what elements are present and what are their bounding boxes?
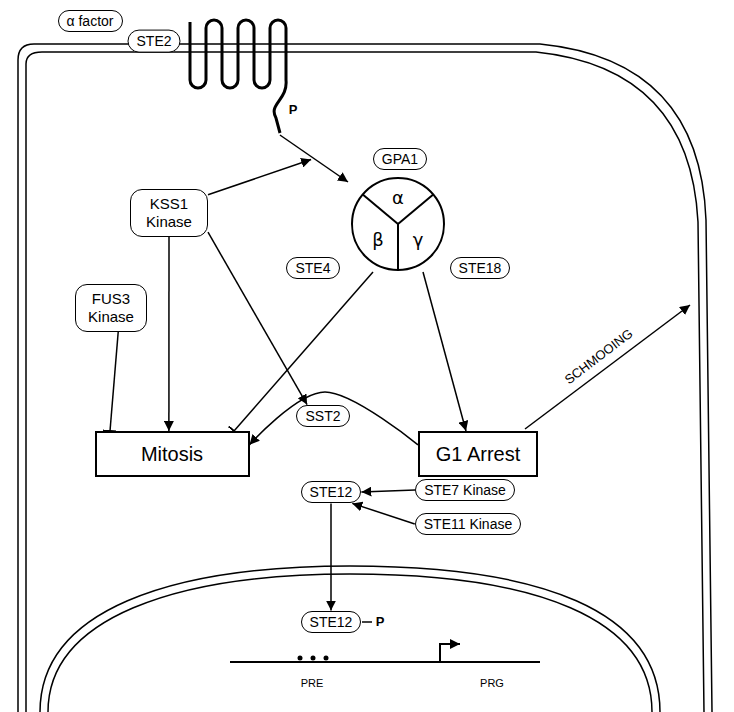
node-label: FUS3 Kinase: [83, 290, 139, 326]
cell-membrane: [18, 44, 712, 712]
receptor-helix: [190, 20, 286, 133]
node-label: Mitosis: [141, 442, 203, 466]
ligand-label: α factor: [58, 10, 123, 33]
node-label: STE18: [459, 260, 502, 277]
subunit-divider: [398, 194, 433, 224]
node-label: α: [392, 187, 404, 209]
node-label: STE12: [310, 484, 353, 501]
node-label: STE7 Kinase: [424, 482, 506, 499]
phospho-dash: [362, 621, 372, 623]
regulator-label: SST2: [296, 405, 349, 428]
transcription-factor: STE12: [301, 481, 362, 504]
node-label: β: [372, 229, 384, 251]
phosphate-label: P: [289, 103, 298, 117]
node-label: SST2: [305, 408, 340, 425]
activation-arrow: [250, 392, 419, 445]
subunit-divider: [363, 194, 398, 224]
binding-site: [324, 656, 329, 661]
activation-arrow: [423, 272, 466, 431]
activation-arrow: [352, 503, 414, 524]
node-label: GPA1: [382, 151, 418, 168]
kinase-box: STE7 Kinase: [415, 479, 515, 502]
subunit-divider: [397, 224, 399, 270]
activation-arrow: [330, 503, 332, 610]
cell-membrane: [26, 52, 704, 712]
kinase-box: STE11 Kinase: [415, 513, 521, 536]
transcription-start: [440, 644, 460, 662]
activation-arrow: [361, 490, 415, 492]
outcome-box: G1 Arrest: [418, 431, 538, 477]
dna-element-label: PRE: [301, 677, 324, 689]
node-label: STE2: [127, 30, 180, 53]
g-beta-label: STE4: [286, 257, 339, 280]
g-protein-trimer: αβ γ: [348, 172, 448, 272]
modulation-arrow: [208, 159, 311, 194]
trimer-circle: [352, 178, 444, 270]
activation-arrow: [208, 232, 307, 404]
process-label: SCHMOOING: [562, 327, 636, 388]
dna-line: [230, 661, 540, 663]
receptor-region: STE2: [130, 20, 320, 135]
gene-label: PRG: [480, 677, 504, 689]
node-label: STE12: [310, 614, 353, 631]
activation-arrow: [168, 237, 170, 431]
node-label: γ: [413, 229, 424, 251]
g-alpha-label: GPA1: [373, 148, 427, 171]
schmoo-arrow: [525, 305, 690, 429]
node-label: STE11 Kinase: [424, 516, 512, 533]
node-label: α factor: [67, 13, 114, 30]
inhibition-connector: [110, 332, 118, 431]
trimer-outline: [348, 172, 448, 272]
node-label: STE4: [295, 260, 330, 277]
node-label: G1 Arrest: [436, 442, 520, 466]
kinase-box: FUS3 Kinase: [75, 284, 147, 332]
transcription-factor: STE12: [301, 611, 362, 634]
binding-site: [298, 656, 303, 661]
outcome-box: Mitosis: [95, 431, 250, 477]
node-label: KSS1 Kinase: [138, 195, 200, 231]
activation-arrow: [280, 135, 348, 182]
g-gamma-label: STE18: [450, 257, 511, 280]
nuclear-membrane: [40, 566, 660, 712]
phosphate-label: P: [376, 615, 385, 629]
kinase-box: KSS1 Kinase: [130, 189, 208, 237]
inhibition-connector: [234, 272, 373, 431]
nuclear-membrane: [48, 574, 652, 712]
binding-site: [311, 656, 316, 661]
